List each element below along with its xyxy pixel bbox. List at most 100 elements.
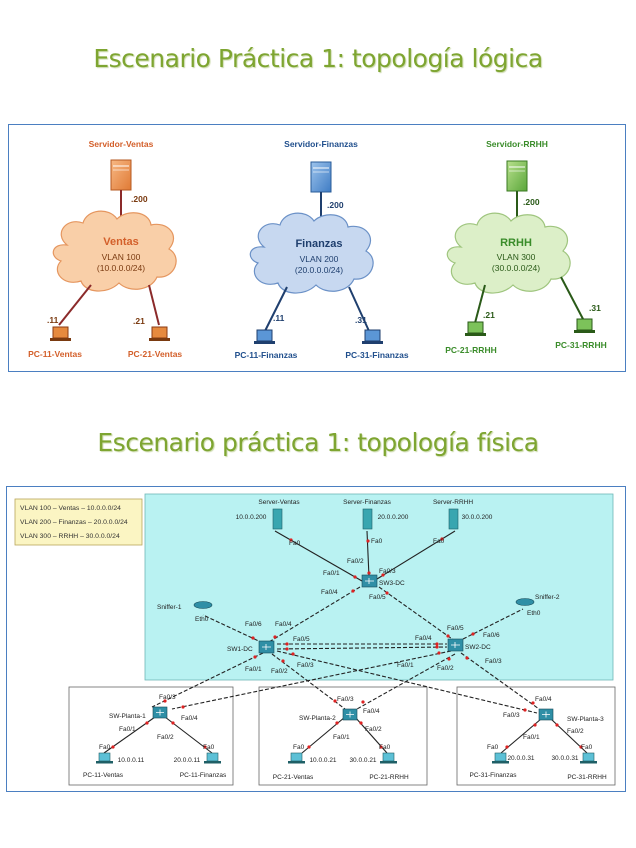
- laptop-icon[interactable]: [362, 329, 383, 344]
- sniffer-2[interactable]: Sniffer-2 Eth0: [515, 594, 560, 617]
- ip-label: .21: [133, 316, 145, 326]
- pc-ip: 20.0.0.11: [174, 757, 201, 764]
- vlan-legend: VLAN 100 – Ventas – 10.0.0.0/24 VLAN 200…: [14, 498, 143, 546]
- port-label: Fa0/4: [321, 589, 338, 596]
- cloud-finanzas-name: Finanzas: [295, 238, 342, 250]
- pc-21-ventas[interactable]: Fa0 10.0.0.21 PC-21-Ventas: [273, 744, 337, 781]
- pc-11-finanzas[interactable]: Fa0 20.0.0.11 PC-11-Finanzas: [174, 744, 227, 779]
- port-label: Eth0: [195, 616, 209, 623]
- server-finanzas-label: Servidor-Finanzas: [284, 139, 358, 149]
- sw3-dc-label: SW3-DC: [379, 580, 405, 587]
- port-label: Fa0/1: [397, 662, 414, 669]
- server-rrhh[interactable]: Server-RRHH 30.0.0.200 Fa0: [433, 499, 493, 545]
- server-ventas[interactable]: Server-Ventas 10.0.0.200 Fa0: [236, 499, 301, 547]
- port-indicators: [111, 537, 583, 749]
- port-label: Fa0: [487, 744, 499, 751]
- links-trunk: [151, 586, 540, 714]
- server-rrhh-ip: 30.0.0.200: [462, 514, 493, 521]
- ip-label: .31: [589, 303, 601, 313]
- cloud-ventas: [52, 210, 177, 292]
- cloud-ventas-name: Ventas: [103, 236, 138, 248]
- port-label: Fa0: [203, 744, 215, 751]
- cloud-rrhh: [446, 212, 571, 294]
- sw1-dc[interactable]: SW1-DC Fa0/6 Fa0/4 Fa0/5 Fa0/1 Fa0/2 Fa0…: [227, 621, 314, 675]
- ip-label: .31: [355, 315, 367, 325]
- port-label: Fa0/4: [535, 696, 552, 703]
- port-label: Fa0: [433, 538, 445, 545]
- port-label: Fa0/3: [159, 694, 176, 701]
- cloud-rrhh-vlan: VLAN 300: [497, 252, 536, 262]
- server-icon[interactable]: [110, 159, 132, 191]
- port-label: Fa0/1: [523, 734, 540, 741]
- port-label: Fa0/2: [271, 668, 288, 675]
- pc-31-rrhh[interactable]: Fa0 30.0.0.31 PC-31-RRHH: [551, 744, 607, 781]
- pc-icon: [492, 752, 509, 764]
- port-label: Fa0/1: [119, 726, 136, 733]
- sw-planta-3[interactable]: SW-Planta-3 Fa0/4 Fa0/3 Fa0/1 Fa0/2: [503, 696, 604, 741]
- server-ventas-label: Server-Ventas: [258, 499, 300, 506]
- laptop-icon[interactable]: [465, 321, 486, 336]
- sniffer-2-label: Sniffer-2: [535, 594, 560, 601]
- laptop-icon[interactable]: [50, 326, 71, 341]
- pc-21-ventas-label: PC-21-Ventas: [273, 774, 314, 781]
- floor-3-box: [456, 686, 616, 786]
- group-finanzas: Servidor-Finanzas .200 Finanzas VLAN 200…: [235, 139, 409, 360]
- laptop-icon[interactable]: [254, 329, 275, 344]
- port-label: Fa0/4: [181, 715, 198, 722]
- sw-planta-2[interactable]: SW-Planta-2 Fa0/3 Fa0/4 Fa0/1 Fa0/2: [299, 696, 382, 741]
- server-icon[interactable]: [310, 161, 332, 193]
- link-pc31-rrhh: [560, 276, 584, 320]
- port-label: Fa0/4: [363, 708, 380, 715]
- switch-icon: [342, 708, 358, 721]
- sniffer-1-label: Sniffer-1: [157, 604, 182, 611]
- pc-31-finanzas[interactable]: Fa0 20.0.0.31 PC-31-Finanzas: [470, 744, 535, 779]
- sniffer-icon: [515, 598, 535, 606]
- server-icon[interactable]: [506, 160, 528, 192]
- pc-11-ventas[interactable]: Fa0 10.0.0.11 PC-11-Ventas: [83, 744, 145, 779]
- pc-ip: 30.0.0.21: [349, 757, 376, 764]
- pc-21-rrhh[interactable]: Fa0 30.0.0.21 PC-21-RRHH: [349, 744, 409, 781]
- port-label: Fa0: [293, 744, 305, 751]
- pc11-ventas-label: PC-11-Ventas: [28, 349, 82, 359]
- pc11-finanzas-label: PC-11-Finanzas: [235, 350, 298, 360]
- port-label: Fa0/5: [447, 625, 464, 632]
- sw2-dc[interactable]: SW2-DC Fa0/4 Fa0/5 Fa0/6 Fa0/3 Fa0/1 Fa0…: [397, 625, 502, 672]
- pc-21-rrhh-label: PC-21-RRHH: [369, 774, 409, 781]
- pc-ip: 10.0.0.11: [118, 757, 145, 764]
- port-label: Fa0/2: [157, 734, 174, 741]
- laptop-icon[interactable]: [149, 326, 170, 341]
- port-label: Eth0: [527, 610, 541, 617]
- port-label: Fa0/3: [485, 658, 502, 665]
- switch-icon: [152, 706, 168, 719]
- server-finanzas[interactable]: Server-Finanzas 20.0.0.200 Fa0: [343, 499, 409, 545]
- logical-topology-diagram: Servidor-Ventas .200 Ventas VLAN 100 (10…: [8, 124, 626, 372]
- sw-planta-1[interactable]: SW-Planta-1 Fa0/3 Fa0/1 Fa0/4 Fa0/2: [109, 694, 198, 741]
- ip-label: .11: [273, 313, 285, 323]
- port-label: Fa0/4: [275, 621, 292, 628]
- server-icon: [448, 508, 459, 530]
- sniffer-1[interactable]: Sniffer-1 Eth0: [157, 601, 213, 624]
- server-icon: [362, 508, 373, 530]
- switch-icon: [447, 638, 464, 652]
- server-finanzas-ip: 20.0.0.200: [378, 514, 409, 521]
- port-label: Fa0/6: [483, 632, 500, 639]
- port-label: Fa0/3: [297, 662, 314, 669]
- switch-icon: [361, 574, 378, 588]
- pc21-rrhh-label: PC-21-RRHH: [445, 345, 496, 355]
- ip-label: .21: [483, 310, 495, 320]
- ip-label: .200: [131, 194, 148, 204]
- sw-planta-1-label: SW-Planta-1: [109, 713, 146, 720]
- port-label: Fa0/5: [293, 636, 310, 643]
- port-label: Fa0: [289, 540, 301, 547]
- group-rrhh: Servidor-RRHH .200 RRHH VLAN 300 (30.0.0…: [445, 139, 606, 355]
- pc-icon: [96, 752, 113, 764]
- cloud-ventas-vlan: VLAN 100: [102, 252, 141, 262]
- pc-ip: 10.0.0.21: [309, 757, 336, 764]
- server-finanzas-label: Server-Finanzas: [343, 499, 391, 506]
- port-label: Fa0/2: [347, 558, 364, 565]
- port-label: Fa0/3: [503, 712, 520, 719]
- cloud-finanzas: [249, 212, 374, 294]
- sw3-dc[interactable]: SW3-DC Fa0/2 Fa0/1 Fa0/3 Fa0/4 Fa0/5: [321, 558, 405, 601]
- sw2-dc-label: SW2-DC: [465, 644, 491, 651]
- laptop-icon[interactable]: [574, 318, 595, 333]
